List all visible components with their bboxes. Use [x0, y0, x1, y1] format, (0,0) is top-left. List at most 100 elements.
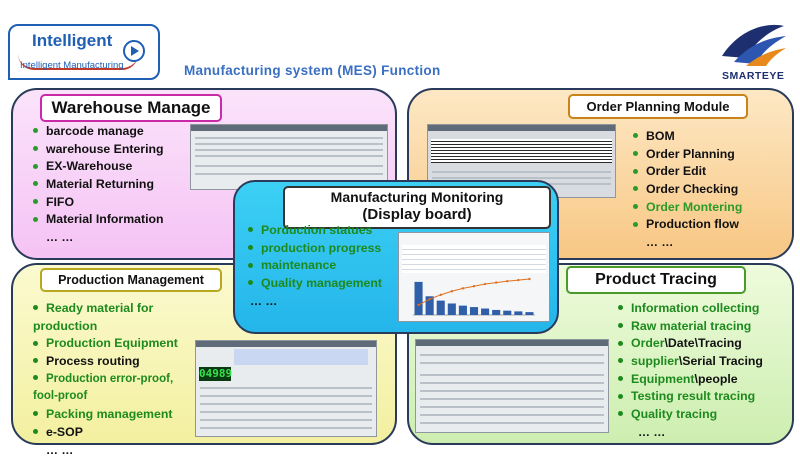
bullet-icon: [33, 411, 38, 417]
list-item: EX-Warehouse: [33, 158, 164, 176]
bullet-icon: [33, 375, 38, 381]
bullet-icon: [33, 429, 38, 435]
cumulative-point: [461, 287, 465, 290]
list-item: Porduction statues: [248, 222, 382, 240]
bullet-icon: [33, 216, 38, 222]
list-item: e-SOP: [33, 424, 178, 442]
tracing-screenshot: [415, 339, 609, 433]
bar: [492, 309, 501, 315]
bullet-icon: [618, 305, 623, 311]
bullet-icon: [633, 221, 638, 227]
list-item: Order Edit: [633, 163, 742, 181]
production-management-title: Production Management: [40, 268, 222, 292]
monitoring-title: Manufacturing Monitoring (Display board): [283, 186, 551, 229]
order-planning-title: Order Planning Module: [568, 94, 748, 119]
list-item: Quality tracing: [618, 406, 763, 424]
cumulative-point: [517, 278, 520, 282]
bar: [414, 281, 423, 315]
bullet-icon: [33, 199, 38, 204]
bullet-icon: [618, 340, 623, 346]
monitoring-list: Porduction statues production progress m…: [248, 222, 382, 310]
bullet-icon: [618, 322, 623, 328]
bullet-icon: [33, 358, 38, 364]
bullet-icon: [33, 305, 38, 311]
bar: [425, 296, 434, 315]
list-item: warehouse Entering: [33, 141, 164, 159]
list-item: Information collecting: [618, 300, 763, 318]
cumulative-point: [439, 293, 442, 297]
warehouse-screenshot: [190, 124, 388, 190]
cumulative-point: [483, 282, 487, 286]
cumulative-point: [428, 297, 431, 301]
list-item: Order\Date\Tracing: [618, 335, 763, 353]
list-item: Packing management: [33, 406, 178, 424]
bullet-icon: [633, 186, 638, 192]
bullet-icon: [633, 150, 638, 156]
page-title: Manufacturing system (MES) Function: [184, 63, 441, 78]
list-item: … …: [646, 235, 674, 250]
bullet-icon: [33, 145, 38, 151]
list-item: FIFO: [33, 194, 164, 212]
list-item: fool-proof: [33, 390, 88, 403]
bullet-icon: [33, 163, 38, 169]
bar: [469, 307, 479, 315]
bullet-icon: [618, 376, 623, 381]
cumulative-point: [494, 281, 498, 284]
bullet-icon: [33, 340, 38, 346]
cumulative-point: [472, 285, 476, 288]
bar: [503, 310, 512, 315]
list-item: production: [33, 318, 98, 333]
cumulative-point: [417, 303, 420, 307]
brand-name: SMARTEYE: [722, 70, 785, 82]
list-item: Testing result tracing: [618, 388, 763, 406]
product-tracing-title: Product Tracing: [566, 266, 746, 294]
bullet-icon: [248, 262, 253, 268]
list-item: barcode manage: [33, 123, 164, 141]
list-item: … …: [46, 442, 74, 457]
bullet-icon: [248, 244, 253, 250]
bullet-icon: [33, 181, 38, 187]
list-item: Raw material tracing: [618, 318, 763, 336]
list-item: Process routing: [33, 353, 178, 371]
cumulative-point: [506, 279, 509, 283]
product-tracing-list: Information collecting Raw material trac…: [618, 300, 763, 442]
list-item: Production error-proof,: [33, 371, 178, 389]
list-item: Production flow: [633, 216, 742, 234]
order-planning-list: BOM Order Planning Order Edit Order Chec…: [633, 128, 742, 252]
list-item: Production Equipment: [33, 335, 178, 353]
bullet-icon: [248, 227, 253, 233]
bullet-icon: [618, 411, 623, 417]
counter-display: 04989: [199, 367, 233, 381]
play-icon: [123, 40, 145, 62]
list-item: Ready material for: [33, 300, 178, 318]
cumulative-line: [418, 278, 530, 306]
list-item: … …: [250, 293, 278, 308]
logo-subtitle: Intelligent Manufacturing: [20, 60, 124, 71]
bar: [514, 311, 523, 315]
list-item: maintenance: [248, 257, 382, 275]
warehouse-title: Warehouse Manage: [40, 94, 222, 122]
bullet-icon: [248, 280, 253, 286]
list-item: supplier\Serial Tracing: [618, 353, 763, 371]
bullet-icon: [33, 128, 38, 134]
logo-title: Intelligent: [32, 31, 113, 50]
smarteye-logo-icon: [722, 24, 786, 66]
bar: [481, 308, 490, 315]
warehouse-list: barcode manage warehouse Entering EX-War…: [33, 123, 164, 247]
bar: [436, 300, 445, 315]
bullet-icon: [618, 358, 623, 364]
bullet-icon: [633, 204, 638, 209]
list-item: Order Montering: [633, 199, 742, 217]
list-item: … …: [46, 230, 74, 245]
bar: [525, 312, 534, 315]
logo-swoosh: [18, 54, 138, 70]
cumulative-point: [450, 290, 454, 293]
bullet-icon: [618, 393, 623, 399]
monitoring-screenshot: [398, 232, 550, 322]
bar: [458, 305, 467, 315]
cumulative-point: [528, 277, 531, 281]
list-item: Order Planning: [633, 146, 742, 164]
production-screenshot: 04989: [195, 340, 377, 437]
list-item: Quality management: [248, 275, 382, 293]
list-item: Order Checking: [633, 181, 742, 199]
